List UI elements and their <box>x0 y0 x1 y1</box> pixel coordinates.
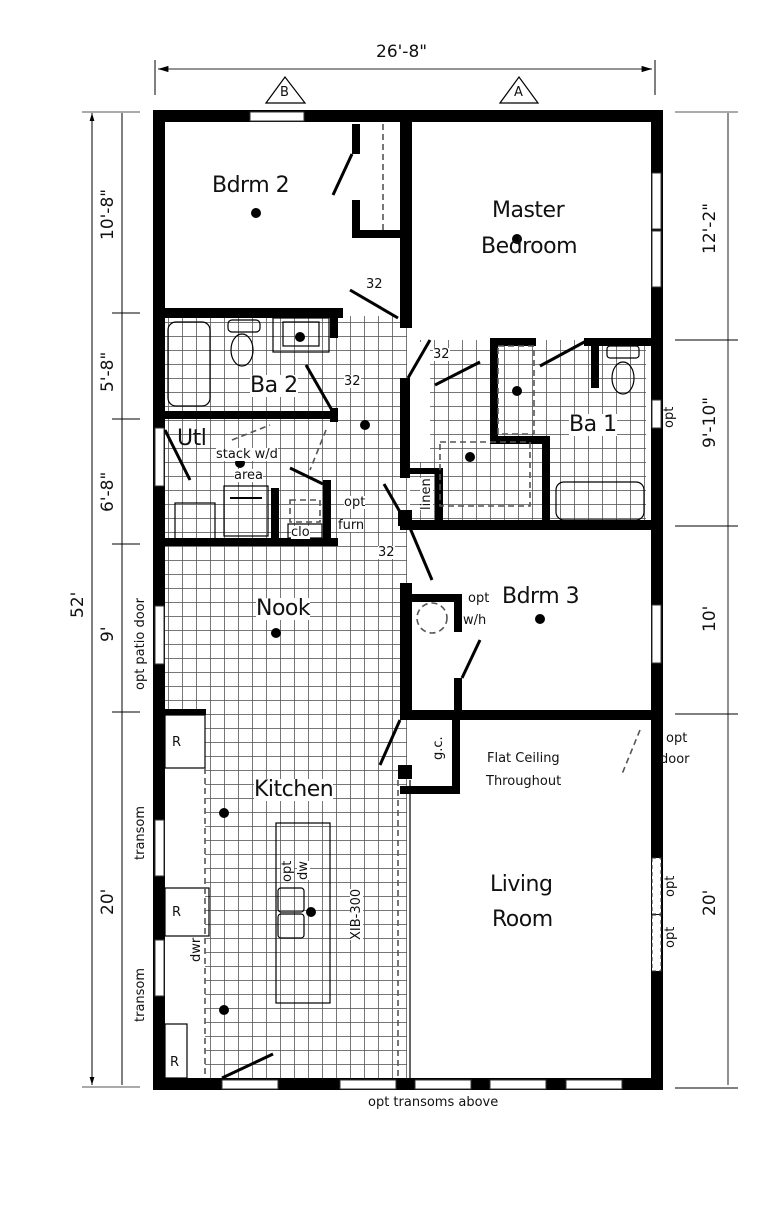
opt-window-living-1: opt <box>663 875 678 897</box>
transom-2: transom <box>133 967 148 1022</box>
dwr-label: dwr <box>189 937 204 962</box>
opt-patio-door: opt patio door <box>133 598 148 690</box>
ceiling-lights <box>219 208 545 1015</box>
bottom-note: opt transoms above <box>368 1095 499 1110</box>
room-ba1: Ba 1 <box>569 412 617 437</box>
room-utl: Utl <box>177 426 207 451</box>
transom-1: transom <box>133 805 148 860</box>
stack-wd-2: area <box>234 468 263 483</box>
opt-dw-2: dw <box>296 861 311 880</box>
door-width-bdrm2: 32 <box>366 277 383 292</box>
dim-left-1: 10'-8" <box>98 188 118 240</box>
section-marker-b: B <box>280 85 289 100</box>
room-nook: Nook <box>256 596 311 621</box>
model-label: XIB-300 <box>349 888 364 940</box>
interior-walls <box>153 110 662 794</box>
gc-label: g.c. <box>431 736 446 760</box>
tile-floors <box>162 316 646 1084</box>
opt-window-ba1: opt <box>662 406 677 428</box>
doors <box>163 153 641 1080</box>
clo-label: clo <box>291 525 310 540</box>
ceiling-note-2: Throughout <box>486 774 562 789</box>
dimension-lines <box>82 60 738 1089</box>
opt-dw-1: opt <box>280 860 295 882</box>
dim-right-3: 10' <box>700 605 720 632</box>
section-marker-a: A <box>514 85 523 100</box>
fixtures <box>164 317 645 1079</box>
range-2: R <box>172 905 182 920</box>
opt-door-2: door <box>660 752 690 767</box>
room-bdrm3: Bdrm 3 <box>502 584 580 609</box>
dim-left-2: 5'-8" <box>98 351 118 392</box>
opt-window-living-2: opt <box>663 926 678 948</box>
dim-left-3: 6'-8" <box>98 471 118 512</box>
range-1: R <box>172 735 182 750</box>
room-living-1: Living <box>490 872 553 897</box>
opt-door-1: opt <box>666 731 688 746</box>
room-ba2: Ba 2 <box>250 373 298 398</box>
door-width-ba1: 32 <box>433 347 450 362</box>
dim-left-4: 9' <box>98 626 118 643</box>
opt-furn-1: opt <box>344 495 366 510</box>
dim-right-2: 9'-10" <box>700 396 720 448</box>
range-3: R <box>170 1055 180 1070</box>
linen-label: linen <box>419 478 434 510</box>
dim-right-4: 20' <box>700 889 720 916</box>
overall-width: 26'-8" <box>376 42 428 62</box>
opt-wh-1: opt <box>468 591 490 606</box>
room-living-2: Room <box>492 907 553 932</box>
room-bdrm2: Bdrm 2 <box>212 173 290 198</box>
dim-right-1: 12'-2" <box>700 202 720 254</box>
opt-furn-2: furn <box>338 518 365 533</box>
dim-overall-length: 52' <box>68 591 88 618</box>
ceiling-note-1: Flat Ceiling <box>487 751 560 766</box>
room-master-1: Master <box>492 198 565 223</box>
door-width-ba2: 32 <box>344 374 361 389</box>
stack-wd-1: stack w/d <box>216 447 278 462</box>
room-master-2: Bedroom <box>481 234 578 259</box>
opt-wh-2: w/h <box>463 613 487 628</box>
door-width-bdrm3: 32 <box>378 545 395 560</box>
section-markers <box>264 75 540 104</box>
dim-left-5: 20' <box>98 888 118 915</box>
room-kitchen: Kitchen <box>254 777 334 802</box>
